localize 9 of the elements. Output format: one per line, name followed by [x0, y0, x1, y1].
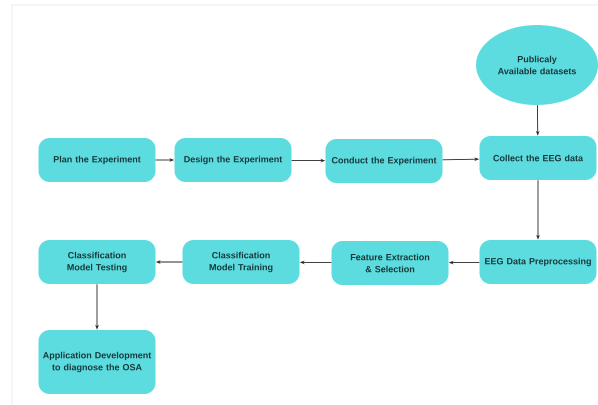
process-box: Application Development to diagnose the OSA — [38, 330, 156, 394]
process-box: Collect the EEG data — [480, 136, 596, 180]
process-box: Plan the Experiment — [38, 138, 156, 182]
process-box: EEG Data Preprocessing — [480, 240, 596, 284]
process-box: Classification Model Training — [182, 240, 300, 284]
process-box: Feature Extraction & Selection — [332, 241, 448, 285]
process-box: Classification Model Testing — [38, 240, 156, 284]
process-box: Design the Experiment — [174, 138, 292, 182]
process-box: Conduct the Experiment — [326, 139, 442, 183]
